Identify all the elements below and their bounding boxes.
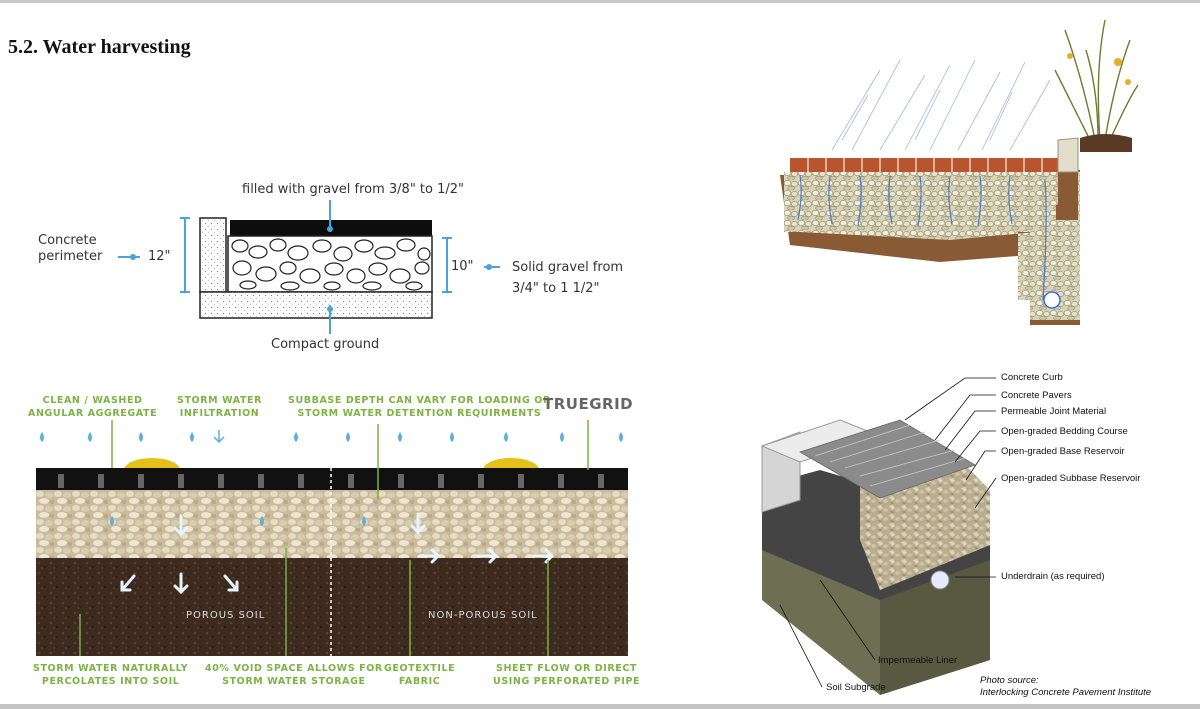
page-title: 5.2. Water harvesting — [8, 36, 191, 58]
gravel-size-label: filled with gravel from 3/8" to 1/2" — [242, 182, 465, 197]
truegrid-section-illustration: POROUS SOIL NON-POROUS SOIL — [36, 420, 628, 656]
label-underdrain: Underdrain (as required) — [1001, 571, 1105, 582]
truegrid-logo: TRUEGRID — [543, 395, 634, 413]
concrete-perimeter-label-1: Concrete — [38, 233, 97, 248]
permeable-paving-illustration — [780, 19, 1139, 325]
porous-soil-label: POROUS SOIL — [186, 610, 265, 621]
label-bedding-course: Open-graded Bedding Course — [1001, 426, 1128, 437]
non-porous-soil-label: NON-POROUS SOIL — [428, 610, 538, 621]
pavement-cross-section — [760, 377, 997, 695]
label-joint-material: Permeable Joint Material — [1001, 406, 1107, 417]
gravel-cross-section-diagram — [118, 200, 500, 334]
label-concrete-pavers: Concrete Pavers — [1001, 390, 1072, 401]
label-concrete-curb: Concrete Curb — [1001, 372, 1063, 383]
label-soil-subgrade: Soil Subgrade — [826, 682, 886, 693]
bottom-rule — [0, 704, 1200, 709]
photo-source: Photo source: Interlocking Concrete Pave… — [980, 675, 1152, 698]
compact-ground-label: Compact ground — [271, 337, 380, 352]
label-impermeable-liner: Impermeable Liner — [878, 655, 958, 666]
gravel-depth-dim: 10" — [451, 259, 474, 274]
label-subbase-reservoir: Open-graded Subbase Reservoir — [1001, 473, 1141, 484]
top-rule — [0, 0, 1200, 3]
solid-gravel-label-1: Solid gravel from — [512, 260, 624, 275]
perimeter-height-dim: 12" — [148, 249, 171, 264]
solid-gravel-label-2: 3/4" to 1 1/2" — [512, 281, 600, 296]
label-base-reservoir: Open-graded Base Reservoir — [1001, 446, 1125, 457]
concrete-perimeter-label-2: perimeter — [38, 249, 103, 264]
